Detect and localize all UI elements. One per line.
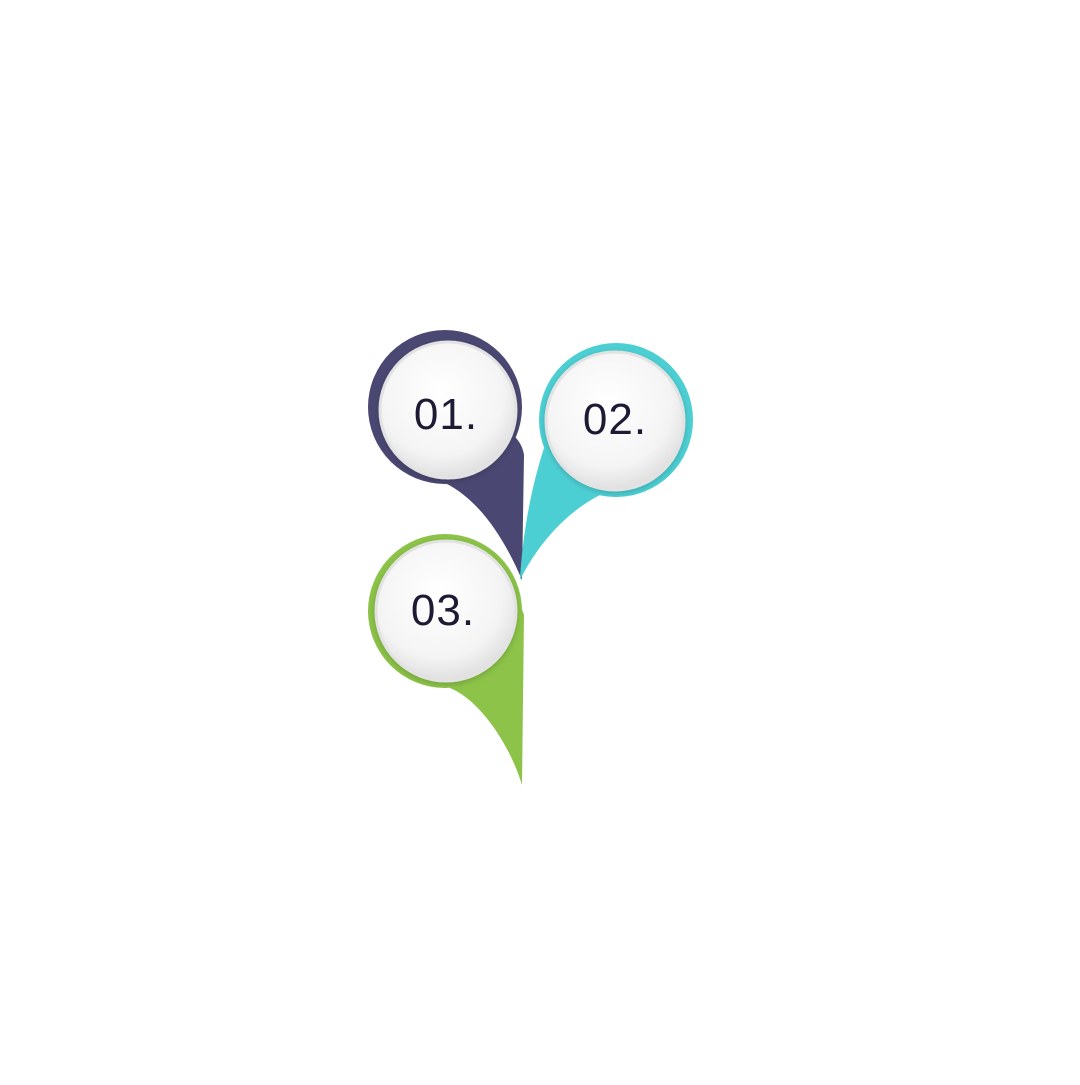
step-label-03: 03. (411, 586, 475, 635)
step-pin-01: 01. (368, 330, 524, 580)
step-pin-02-disc (544, 350, 686, 492)
step-pin-01-disc (378, 340, 518, 480)
step-label-02: 02. (583, 395, 647, 444)
step-label-01: 01. (414, 390, 478, 439)
step-pin-03-disc (374, 539, 518, 683)
step-pin-03: 03. (368, 534, 524, 785)
step-pin-02: 02. (520, 343, 693, 580)
